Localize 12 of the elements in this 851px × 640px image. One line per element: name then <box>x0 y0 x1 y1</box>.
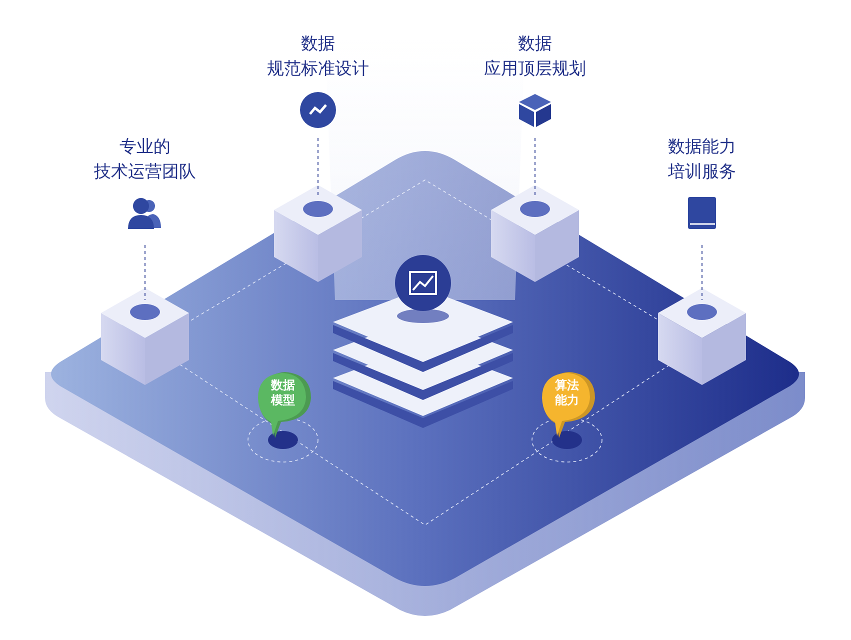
feature-label: 数据能力 <box>668 136 736 159</box>
feature-label: 规范标准设计 <box>267 58 369 81</box>
feature-label: 数据 <box>518 33 552 56</box>
feature-label: 技术运营团队 <box>94 161 196 184</box>
pin-label: 算法能力 <box>555 378 579 408</box>
feature-label: 专业的 <box>120 136 170 159</box>
feature-label: 数据 <box>301 33 335 56</box>
leader-line <box>534 138 536 198</box>
feature-label: 培训服务 <box>668 161 736 184</box>
feature-label: 应用顶层规划 <box>484 58 586 81</box>
leader-line <box>144 244 146 300</box>
pin-label: 数据模型 <box>271 378 295 408</box>
